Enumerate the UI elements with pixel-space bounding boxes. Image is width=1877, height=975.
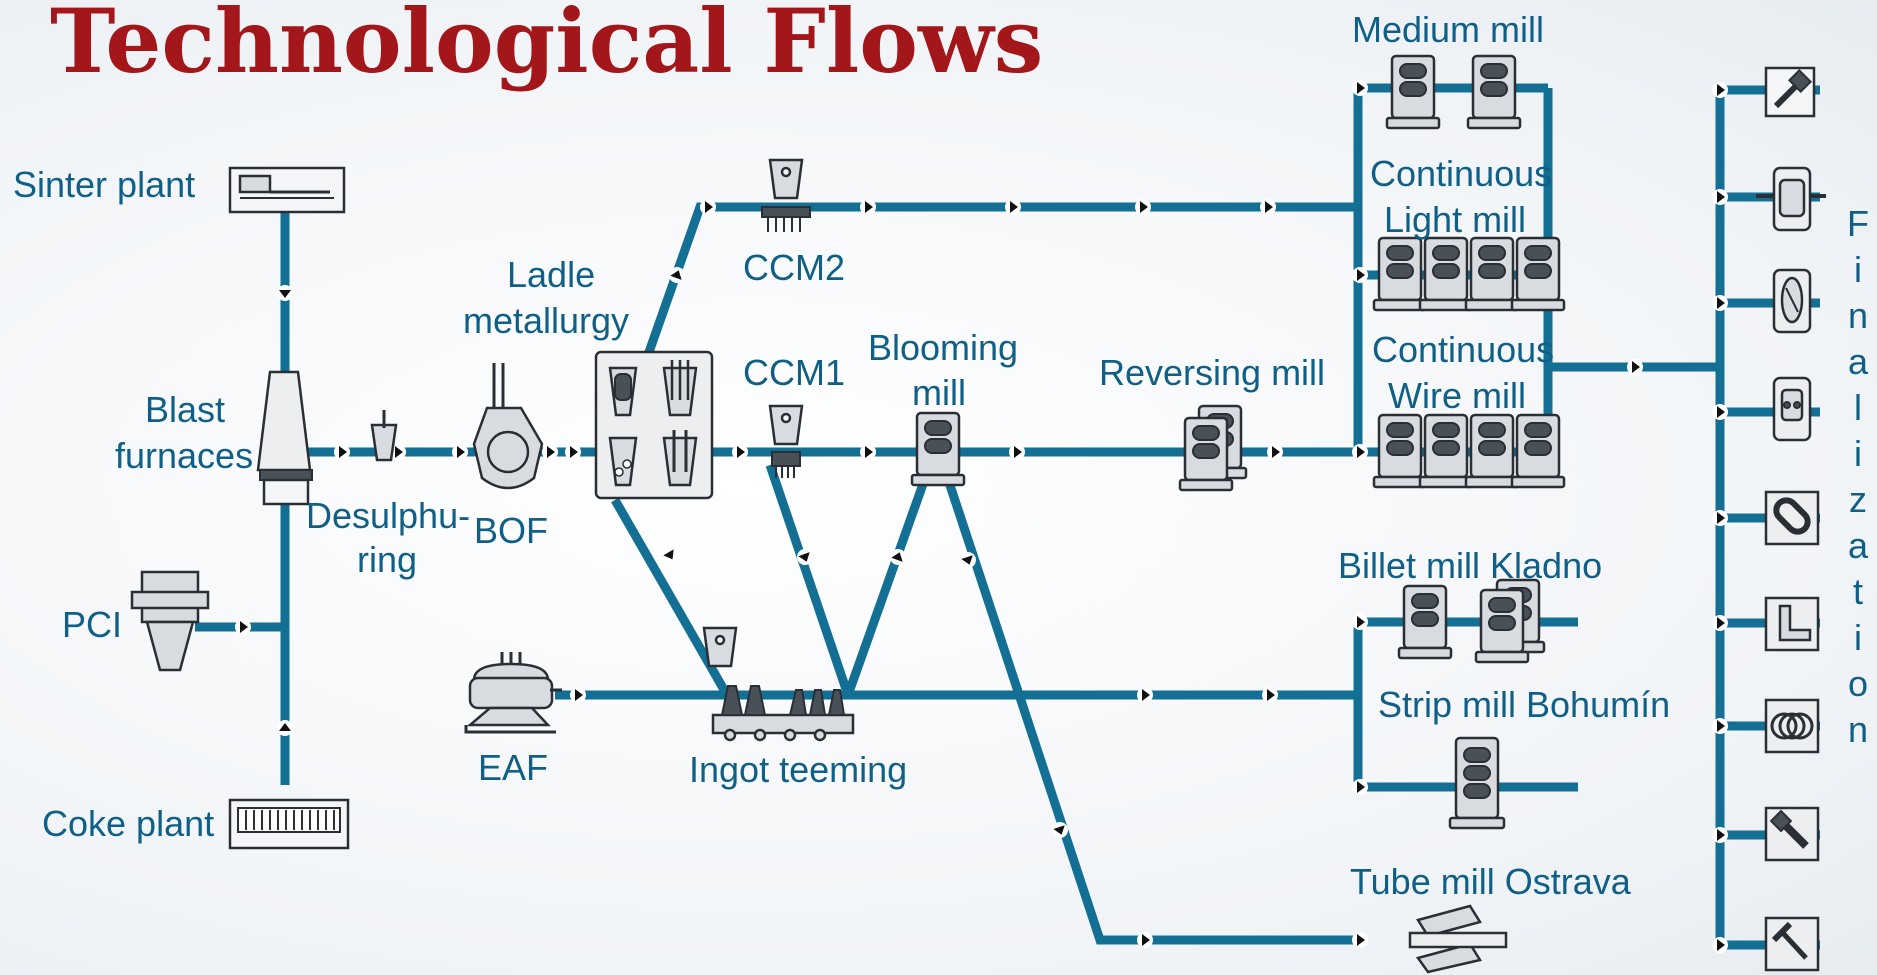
rail-clip-icon <box>1772 376 1812 442</box>
page-title: Technological Flows <box>50 0 1043 93</box>
labels: Sinter plant Blast furnaces PCI Coke pla… <box>13 9 1670 902</box>
label-strip-mill-bohumin: Strip mill Bohumín <box>1378 684 1670 725</box>
angle-profile-icon <box>1764 596 1820 652</box>
label-billet-mill-kladno: Billet mill Kladno <box>1338 545 1602 586</box>
blooming-mill-icon <box>910 411 966 487</box>
ccm1-to-ingot-line <box>765 463 853 697</box>
tube-mill-ostrava-icon <box>1408 904 1508 974</box>
ccm1-icon <box>768 404 804 478</box>
eaf-icon <box>464 652 562 734</box>
finalization-letter: a <box>1848 341 1869 382</box>
sinter-plant-icon <box>228 166 346 214</box>
label-finalization: F i n a l i z a t i o n <box>1847 203 1869 750</box>
label-continuous-light-mill-line1: Continuous <box>1370 153 1552 194</box>
coil-rings-icon <box>1764 698 1820 754</box>
label-blast-furnaces-line2: furnaces <box>115 435 253 476</box>
label-ccm1: CCM1 <box>743 352 845 393</box>
label-ingot-teeming: Ingot teeming <box>689 749 907 790</box>
finalization-letter: a <box>1848 525 1869 566</box>
ccm2-icon <box>761 158 811 232</box>
label-desulphuring-line1: Desulphu- <box>306 495 470 536</box>
label-continuous-light-mill-line2: Light mill <box>1384 199 1526 240</box>
desulphuring-icon <box>370 410 398 462</box>
strip-mill-bohumin-icon <box>1448 736 1506 830</box>
finalization-letter: n <box>1848 709 1868 750</box>
finalization-letter: z <box>1849 479 1867 520</box>
label-ladle-metallurgy-line2: metallurgy <box>463 300 629 341</box>
label-bof: BOF <box>474 510 548 551</box>
ingot-teeming-icon <box>702 626 855 742</box>
pci-icon <box>130 570 210 672</box>
ladle-metallurgy-icon <box>594 350 714 500</box>
label-tube-mill-ostrava: Tube mill Ostrava <box>1350 861 1632 902</box>
label-blast-furnaces-line1: Blast <box>145 389 225 430</box>
wire-coil-icon <box>1772 268 1812 334</box>
spool-icon <box>1756 166 1826 232</box>
label-pci: PCI <box>62 604 122 645</box>
finalization-icons <box>1756 66 1826 972</box>
label-continuous-wire-mill-line1: Continuous <box>1372 329 1554 370</box>
ingot-to-blooming-line <box>843 468 933 697</box>
reversing-mill-icon <box>1178 404 1248 492</box>
label-ladle-metallurgy-line1: Ladle <box>507 254 595 295</box>
label-coke-plant: Coke plant <box>42 803 214 844</box>
label-medium-mill: Medium mill <box>1352 9 1544 50</box>
finalization-letter: n <box>1848 295 1868 336</box>
finalization-letter: t <box>1853 571 1863 612</box>
label-reversing-mill: Reversing mill <box>1099 352 1325 393</box>
blast-furnace-icon <box>256 370 313 506</box>
finalization-letter: i <box>1854 617 1862 658</box>
nail-icon <box>1764 916 1820 972</box>
blooming-to-tube-line <box>940 468 1358 945</box>
bof-icon <box>472 363 544 490</box>
label-eaf: EAF <box>478 747 548 788</box>
chain-icon <box>1764 490 1820 546</box>
label-desulphuring-line2: ring <box>357 539 417 580</box>
finalization-letter: l <box>1854 387 1862 428</box>
coke-plant-icon <box>228 798 350 850</box>
label-blooming-mill-line2: mill <box>912 372 966 413</box>
label-blooming-mill-line1: Blooming <box>868 327 1018 368</box>
finalization-letter: o <box>1848 663 1868 704</box>
bolt-icon <box>1764 806 1820 862</box>
hammer-icon <box>1764 66 1816 118</box>
label-ccm2: CCM2 <box>743 247 845 288</box>
finalization-letter: i <box>1854 433 1862 474</box>
finalization-letter: i <box>1854 249 1862 290</box>
label-continuous-wire-mill-line2: Wire mill <box>1388 375 1526 416</box>
label-sinter-plant: Sinter plant <box>13 164 195 205</box>
finalization-letter: F <box>1847 203 1869 244</box>
